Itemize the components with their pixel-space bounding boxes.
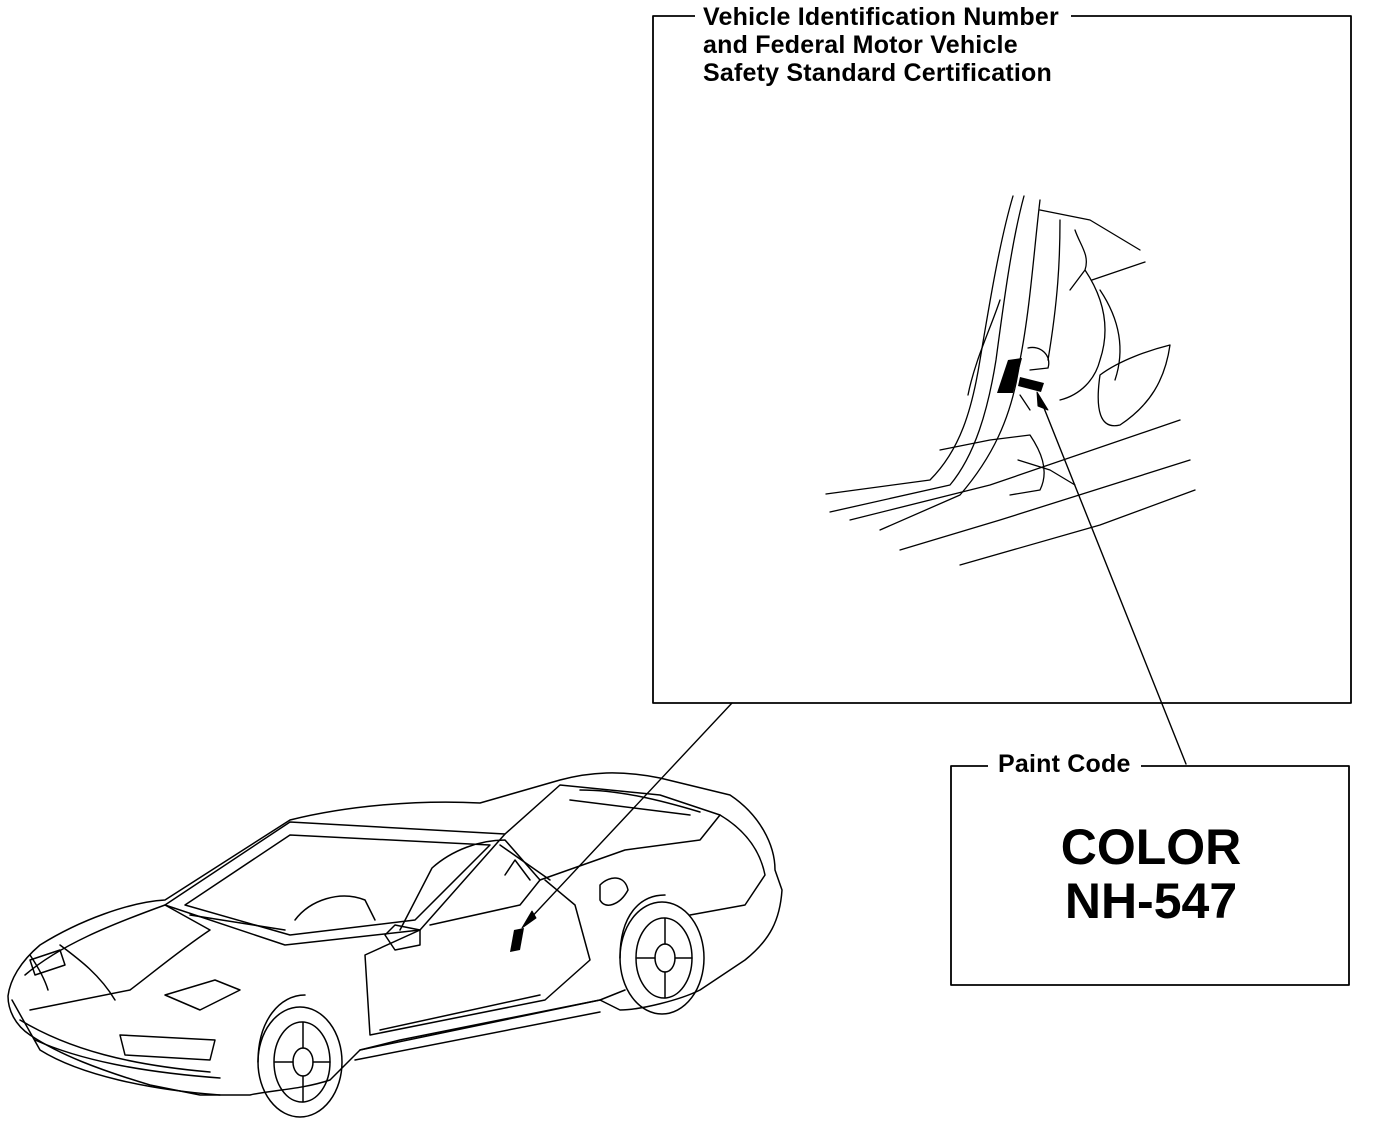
vin-label-line-1: Vehicle Identification Number xyxy=(703,3,1059,31)
vin-callout-label: Vehicle Identification Number and Federa… xyxy=(695,3,1071,87)
detail-leader-line xyxy=(526,702,733,923)
door-jamb-detail xyxy=(825,195,1196,566)
car-illustration xyxy=(7,772,783,1118)
paint-code-label: Paint Code xyxy=(988,750,1141,778)
paint-code-frame xyxy=(950,765,1350,986)
vin-plate-marker xyxy=(997,358,1022,393)
paint-code-leader-line xyxy=(1039,397,1187,765)
door-arrowhead xyxy=(521,910,537,929)
vin-label-line-2: and Federal Motor Vehicle xyxy=(703,31,1018,59)
vin-detail-frame xyxy=(652,15,1352,704)
paint-code-value: COLOR NH-547 xyxy=(952,820,1350,928)
vin-label-line-3: Safety Standard Certification xyxy=(703,59,1052,87)
paint-code-tag-marker xyxy=(1018,377,1044,392)
paint-code-arrowhead xyxy=(1036,391,1049,411)
paint-code-color-word: COLOR xyxy=(1060,819,1242,875)
paint-code-number: NH-547 xyxy=(1064,873,1238,929)
door-vin-marker xyxy=(510,928,524,952)
